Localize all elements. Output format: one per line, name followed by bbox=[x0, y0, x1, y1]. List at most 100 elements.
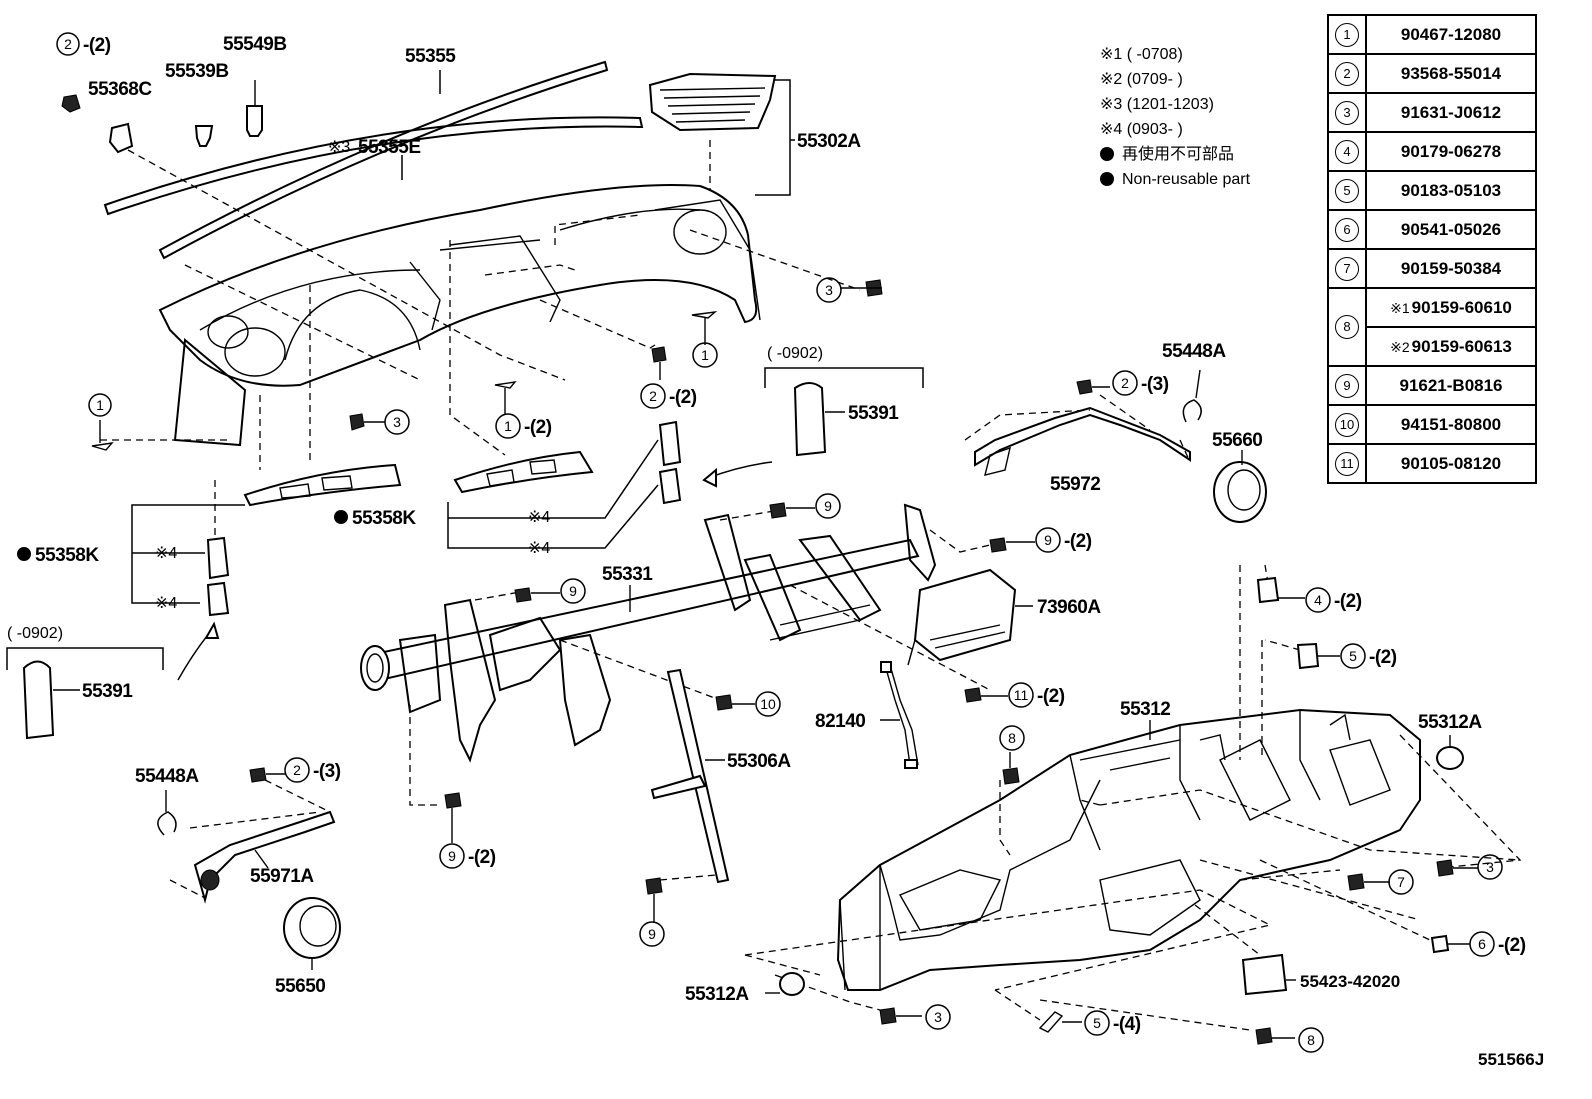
mark4-d: ※4 bbox=[155, 595, 177, 612]
label-55448A-right: 55448A bbox=[1162, 341, 1226, 362]
label-55448A-left: 55448A bbox=[135, 766, 199, 787]
svg-text:1: 1 bbox=[701, 347, 709, 363]
svg-text:-(3): -(3) bbox=[1141, 374, 1169, 395]
svg-text:-(2): -(2) bbox=[1369, 647, 1397, 668]
svg-text:-(2): -(2) bbox=[468, 847, 496, 868]
callout-10: 10 bbox=[755, 691, 781, 717]
cover-55358K-left bbox=[243, 463, 402, 507]
wire-82140 bbox=[880, 661, 919, 769]
callout-9-a: 9 bbox=[815, 493, 841, 519]
label-73960A: 73960A bbox=[1037, 597, 1101, 618]
label-55972: 55972 bbox=[1050, 474, 1100, 495]
svg-text:3: 3 bbox=[393, 414, 401, 430]
callout-5-4: 5 -(4) bbox=[1084, 1010, 1141, 1036]
vent-55660 bbox=[1213, 450, 1267, 523]
callout-6-2: 6 -(2) bbox=[1469, 931, 1526, 957]
svg-text:-(4): -(4) bbox=[1113, 1014, 1141, 1035]
svg-text:11: 11 bbox=[1014, 687, 1029, 703]
legend-nonreusable-en: Non-reusable part bbox=[1100, 167, 1250, 192]
callout-8-a: 8 bbox=[999, 725, 1025, 751]
callout-1-right: 1 bbox=[692, 342, 718, 368]
svg-text:-(3): -(3) bbox=[313, 761, 341, 782]
label-55650: 55650 bbox=[275, 976, 325, 997]
label-55391-top-range: ( -0902) bbox=[767, 345, 823, 362]
svg-text:6: 6 bbox=[1478, 936, 1486, 952]
label-55312: 55312 bbox=[1120, 699, 1170, 720]
label-55358K-left: 55358K bbox=[35, 545, 99, 566]
legend-note-1: ※1 ( -0708) bbox=[1100, 46, 1183, 63]
svg-text:7: 7 bbox=[1397, 874, 1405, 890]
label-55355: 55355 bbox=[405, 46, 456, 67]
mark4-c: ※4 bbox=[155, 545, 177, 562]
callout-4-2: 4 -(2) bbox=[1305, 587, 1362, 613]
label-55368C: 55368C bbox=[88, 79, 152, 100]
svg-text:1: 1 bbox=[96, 397, 104, 413]
label-55549B: 55549B bbox=[223, 34, 287, 55]
label-55971A: 55971A bbox=[250, 866, 314, 887]
svg-text:-(2): -(2) bbox=[1334, 591, 1362, 612]
svg-text:3: 3 bbox=[825, 282, 833, 298]
callout-5-2: 5 -(2) bbox=[1340, 643, 1397, 669]
label-55660: 55660 bbox=[1212, 430, 1262, 451]
label-55391-top: 55391 bbox=[848, 403, 899, 424]
svg-text:3: 3 bbox=[934, 1009, 942, 1025]
label-55355E-mark: ※3 bbox=[328, 139, 350, 156]
svg-text:2: 2 bbox=[1121, 375, 1129, 391]
svg-text:-(2): -(2) bbox=[1064, 531, 1092, 552]
label-55423-42020: 55423-42020 bbox=[1300, 972, 1400, 991]
svg-text:8: 8 bbox=[1008, 730, 1016, 746]
svg-text:5: 5 bbox=[1349, 648, 1357, 664]
reinforcement-55331 bbox=[360, 503, 937, 763]
label-55391-left: 55391 bbox=[82, 681, 133, 702]
callout-8-b: 8 bbox=[1298, 1027, 1324, 1053]
callout-3-top: 3 bbox=[816, 277, 842, 303]
callout-1-2: 1 -(2) bbox=[495, 413, 552, 439]
callout-2-2-top-left: 2 -(2) bbox=[56, 32, 111, 56]
instrument-panel-upper bbox=[158, 184, 761, 447]
svg-text:1: 1 bbox=[504, 418, 512, 434]
mark4-b: ※4 bbox=[528, 540, 550, 557]
label-55539B: 55539B bbox=[165, 61, 229, 82]
callout-3-mid: 3 bbox=[384, 409, 410, 435]
defroster-strip-55355E bbox=[103, 116, 644, 216]
screw-2-top-left bbox=[61, 94, 81, 113]
svg-text:-(2): -(2) bbox=[1037, 686, 1065, 707]
instrument-panel-lower-55312 bbox=[836, 708, 1421, 991]
label-55355E: 55355E bbox=[358, 137, 421, 158]
vent-55650 bbox=[283, 897, 341, 970]
label-82140: 82140 bbox=[815, 711, 865, 732]
svg-text:9: 9 bbox=[448, 848, 456, 864]
bullet-icon bbox=[1100, 147, 1114, 161]
label-55331: 55331 bbox=[602, 564, 653, 585]
svg-text:10: 10 bbox=[760, 696, 776, 712]
svg-text:9: 9 bbox=[569, 583, 577, 599]
bracket-55391-top bbox=[764, 367, 924, 457]
svg-text:2: 2 bbox=[64, 36, 72, 52]
callout-7: 7 bbox=[1388, 869, 1414, 895]
module-73960A bbox=[907, 568, 1033, 666]
svg-text:-(2): -(2) bbox=[1498, 935, 1526, 956]
bullet-icon bbox=[1100, 172, 1114, 186]
callout-9-2-bottom: 9 -(2) bbox=[439, 843, 496, 869]
svg-text:9: 9 bbox=[824, 498, 832, 514]
svg-text:5: 5 bbox=[1093, 1015, 1101, 1031]
label-55306A: 55306A bbox=[727, 751, 791, 772]
label-55302A: 55302A bbox=[797, 131, 861, 152]
callout-9-2-right: 9 -(2) bbox=[1035, 527, 1092, 553]
cover-55423-42020 bbox=[1241, 953, 1296, 996]
label-55312A-right: 55312A bbox=[1418, 712, 1482, 733]
callout-2-3-right: 2 -(3) bbox=[1112, 370, 1169, 396]
retainer-55448A-left bbox=[157, 790, 177, 836]
defroster-strip-55355 bbox=[158, 60, 609, 260]
svg-text:4: 4 bbox=[1314, 592, 1322, 608]
